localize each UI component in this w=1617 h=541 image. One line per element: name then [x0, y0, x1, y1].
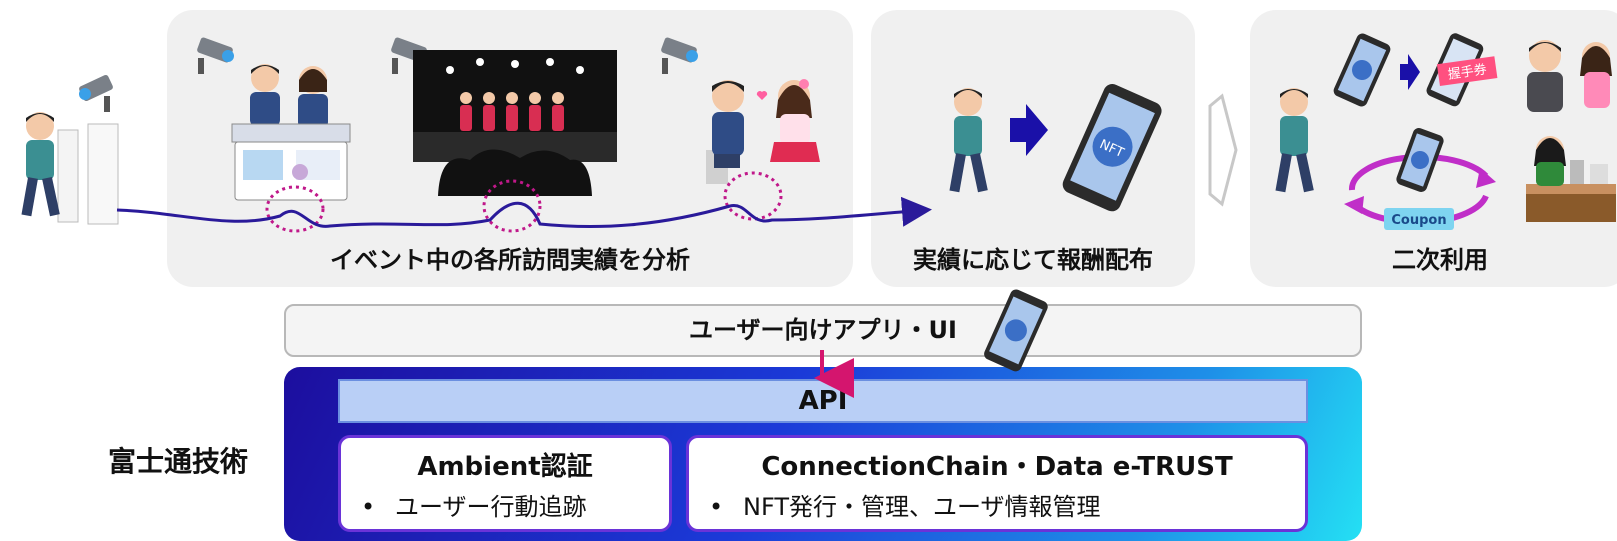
- visit-highlight-circle: [482, 179, 542, 233]
- big-arrow-icon: [1010, 104, 1048, 156]
- entry-gate-icon: [57, 123, 119, 225]
- camera-icon: [197, 37, 234, 74]
- walking-person-icon: [949, 88, 988, 193]
- flow-outline-arrow: [1208, 93, 1238, 207]
- camera-icon: [661, 37, 698, 74]
- cafe-staff-icon: [1526, 136, 1616, 222]
- handshake-people-icon: [1527, 40, 1612, 112]
- secondary-use-label: 二次利用: [1392, 246, 1488, 274]
- connection-chain-title: ConnectionChain・Data e-TRUST: [761, 452, 1233, 482]
- nft-phone-icon: [1333, 33, 1391, 107]
- coupon-icon: Coupon: [1384, 208, 1454, 230]
- ambient-auth-title: Ambient認証: [417, 452, 593, 482]
- nft-phone-icon: NFT: [1062, 84, 1162, 212]
- bullet-mark: •: [709, 493, 724, 521]
- visitor-path-arrow: [116, 196, 932, 229]
- ticket-text: 握手券: [1447, 61, 1488, 82]
- ambient-auth-bullet-text: ユーザー行動追跡: [395, 493, 587, 521]
- bullet-mark: •: [361, 493, 376, 521]
- nft-phone-icon: [1396, 128, 1444, 192]
- handshake-event-icon: [706, 79, 820, 184]
- fujitsu-tech-label: 富士通技術: [108, 445, 249, 478]
- ambient-auth-box: Ambient認証 • ユーザー行動追跡: [338, 435, 672, 532]
- connection-chain-bullet-text: NFT発行・管理、ユーザ情報管理: [743, 493, 1101, 521]
- reward-label: 実績に応じて報酬配布: [913, 246, 1153, 274]
- connection-chain-box: ConnectionChain・Data e-TRUST • NFT発行・管理、ユ…: [686, 435, 1308, 532]
- reception-desk-icon: [231, 64, 351, 201]
- big-arrow-icon: [1400, 54, 1420, 90]
- nft-phone-icon: [984, 289, 1048, 372]
- connection-chain-bullet: • NFT発行・管理、ユーザ情報管理: [689, 487, 1305, 522]
- coupon-text: Coupon: [1391, 213, 1446, 228]
- visit-analysis-label: イベント中の各所訪問実績を分析: [330, 246, 690, 274]
- walking-person-icon: [21, 112, 60, 217]
- walking-person-icon: [1275, 88, 1314, 193]
- camera-icon: [79, 74, 113, 112]
- ambient-auth-bullet: • ユーザー行動追跡: [341, 487, 669, 522]
- visit-highlight-circle: [265, 185, 325, 233]
- handshake-ticket-icon: 握手券: [1436, 56, 1498, 87]
- visit-highlight-circle: [723, 171, 783, 221]
- concert-stage-icon: [413, 50, 617, 196]
